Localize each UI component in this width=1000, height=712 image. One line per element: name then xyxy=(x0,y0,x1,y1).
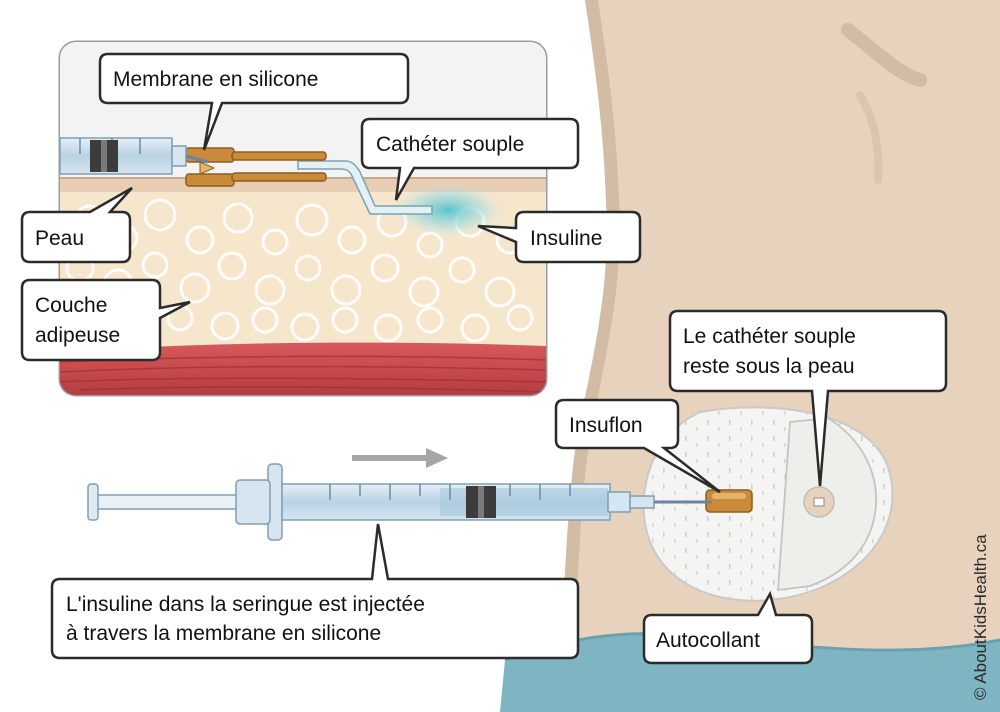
callout-insulin: Insuline xyxy=(477,210,642,264)
barrel-liquid xyxy=(440,488,608,516)
callout-insuflon: Insuflon xyxy=(554,398,721,494)
syringe-large xyxy=(87,463,712,541)
label-skin: Peau xyxy=(35,227,84,250)
label-injection-line2: à travers la membrane en silicone xyxy=(66,622,381,645)
label-membrane: Membrane en silicone xyxy=(113,68,318,91)
inset-insuflon-hub xyxy=(185,147,327,187)
insulin-spread xyxy=(390,182,506,238)
label-injection-line1: L'insuline dans la seringue est injectée xyxy=(66,593,425,616)
label-insuflon: Insuflon xyxy=(569,414,643,437)
inset-syringe xyxy=(60,137,209,175)
plunger-stopper-gap xyxy=(478,486,484,518)
label-fat-line1: Couche xyxy=(35,294,107,317)
label-fat-line2: adipeuse xyxy=(35,324,120,347)
plunger-rod xyxy=(91,494,243,510)
insuflon-device xyxy=(642,406,894,602)
label-catheter-stays-line1: Le cathéter souple xyxy=(683,325,856,348)
barrel-rear xyxy=(235,479,271,525)
callout-catheter-stays: Le cathéter souple reste sous la peau xyxy=(668,309,948,487)
barrel-tip xyxy=(607,491,631,513)
callout-sticker: Autocollant xyxy=(642,590,814,665)
insuflon-hub-highlight xyxy=(712,493,746,499)
catheter-entry-mark xyxy=(813,497,825,507)
callout-membrane: Membrane en silicone xyxy=(98,52,410,151)
barrel-graduations xyxy=(329,484,571,500)
callout-injection: L'insuline dans la seringue est injectée… xyxy=(50,523,580,660)
shirt xyxy=(500,633,1000,712)
direction-arrow xyxy=(352,448,448,468)
torso-edge-shadow xyxy=(562,0,620,640)
plunger-thumb xyxy=(87,483,99,521)
callout-skin: Peau xyxy=(20,186,133,264)
label-insulin: Insuline xyxy=(530,227,602,250)
callout-fat: Couche adipeuse xyxy=(20,278,191,362)
callout-catheter: Cathéter souple xyxy=(360,117,580,201)
credit-text: © AboutKidsHealth.ca xyxy=(971,534,990,700)
label-catheter: Cathéter souple xyxy=(376,133,524,156)
torso-contour xyxy=(841,23,927,87)
label-catheter-stays-line2: reste sous la peau xyxy=(683,355,855,378)
soft-catheter xyxy=(297,160,433,215)
label-sticker: Autocollant xyxy=(656,629,760,652)
torso-contour-2 xyxy=(856,91,883,184)
needle-hub xyxy=(629,495,655,509)
